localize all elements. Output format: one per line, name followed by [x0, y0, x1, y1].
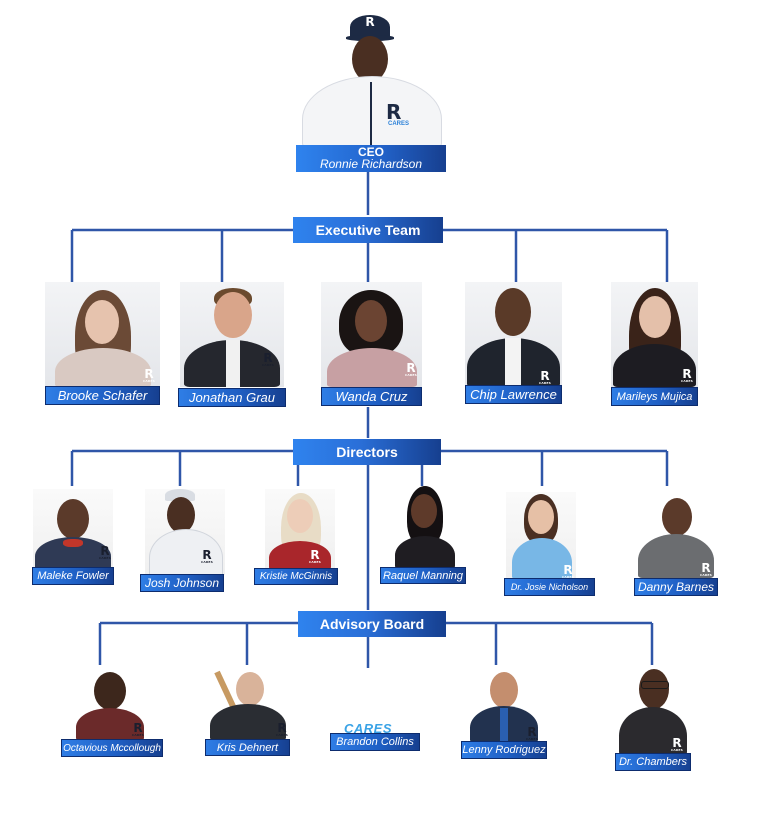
jersey-logo: R — [386, 100, 402, 124]
director-name-label: Dr. Josie Nicholson — [504, 578, 595, 596]
director-name-label: Danny Barnes — [634, 578, 718, 596]
ceo-photo: R R CARES — [296, 12, 446, 146]
director-name-label: Kristie McGinnis — [254, 568, 338, 585]
exec-name-label: Wanda Cruz — [321, 387, 422, 406]
director-name-label: Raquel Manning — [380, 567, 466, 584]
director-name-label: Josh Johnson — [140, 574, 224, 592]
director-name-label: Maleke Fowler — [32, 567, 114, 585]
cares-logo: CARES — [344, 721, 393, 736]
advisor-name-label: Brandon Collins — [330, 733, 420, 751]
exec-name-label: Marileys Mujica — [611, 387, 698, 406]
exec-name-label: Jonathan Grau — [178, 388, 286, 407]
cap-logo: R — [365, 15, 375, 29]
advisor-name-label: Kris Dehnert — [205, 739, 290, 756]
jersey-text: CARES — [388, 121, 410, 127]
exec-name-label: Brooke Schafer — [45, 386, 160, 405]
ceo-name: Ronnie Richardson — [319, 157, 423, 171]
photo-raquel-manning — [393, 484, 457, 568]
ceo-label: CEO Ronnie Richardson — [296, 145, 446, 172]
section-directors: Directors — [293, 439, 441, 465]
exec-name-label: Chip Lawrence — [465, 385, 562, 404]
advisor-name-label: Dr. Chambers — [615, 753, 691, 771]
ceo-title: CEO — [357, 145, 384, 159]
advisor-name-label: Octavious Mccollough — [61, 739, 163, 757]
section-advisory-board: Advisory Board — [298, 611, 446, 637]
section-executive-team: Executive Team — [293, 217, 443, 243]
advisor-name-label: Lenny Rodriguez — [461, 741, 547, 759]
